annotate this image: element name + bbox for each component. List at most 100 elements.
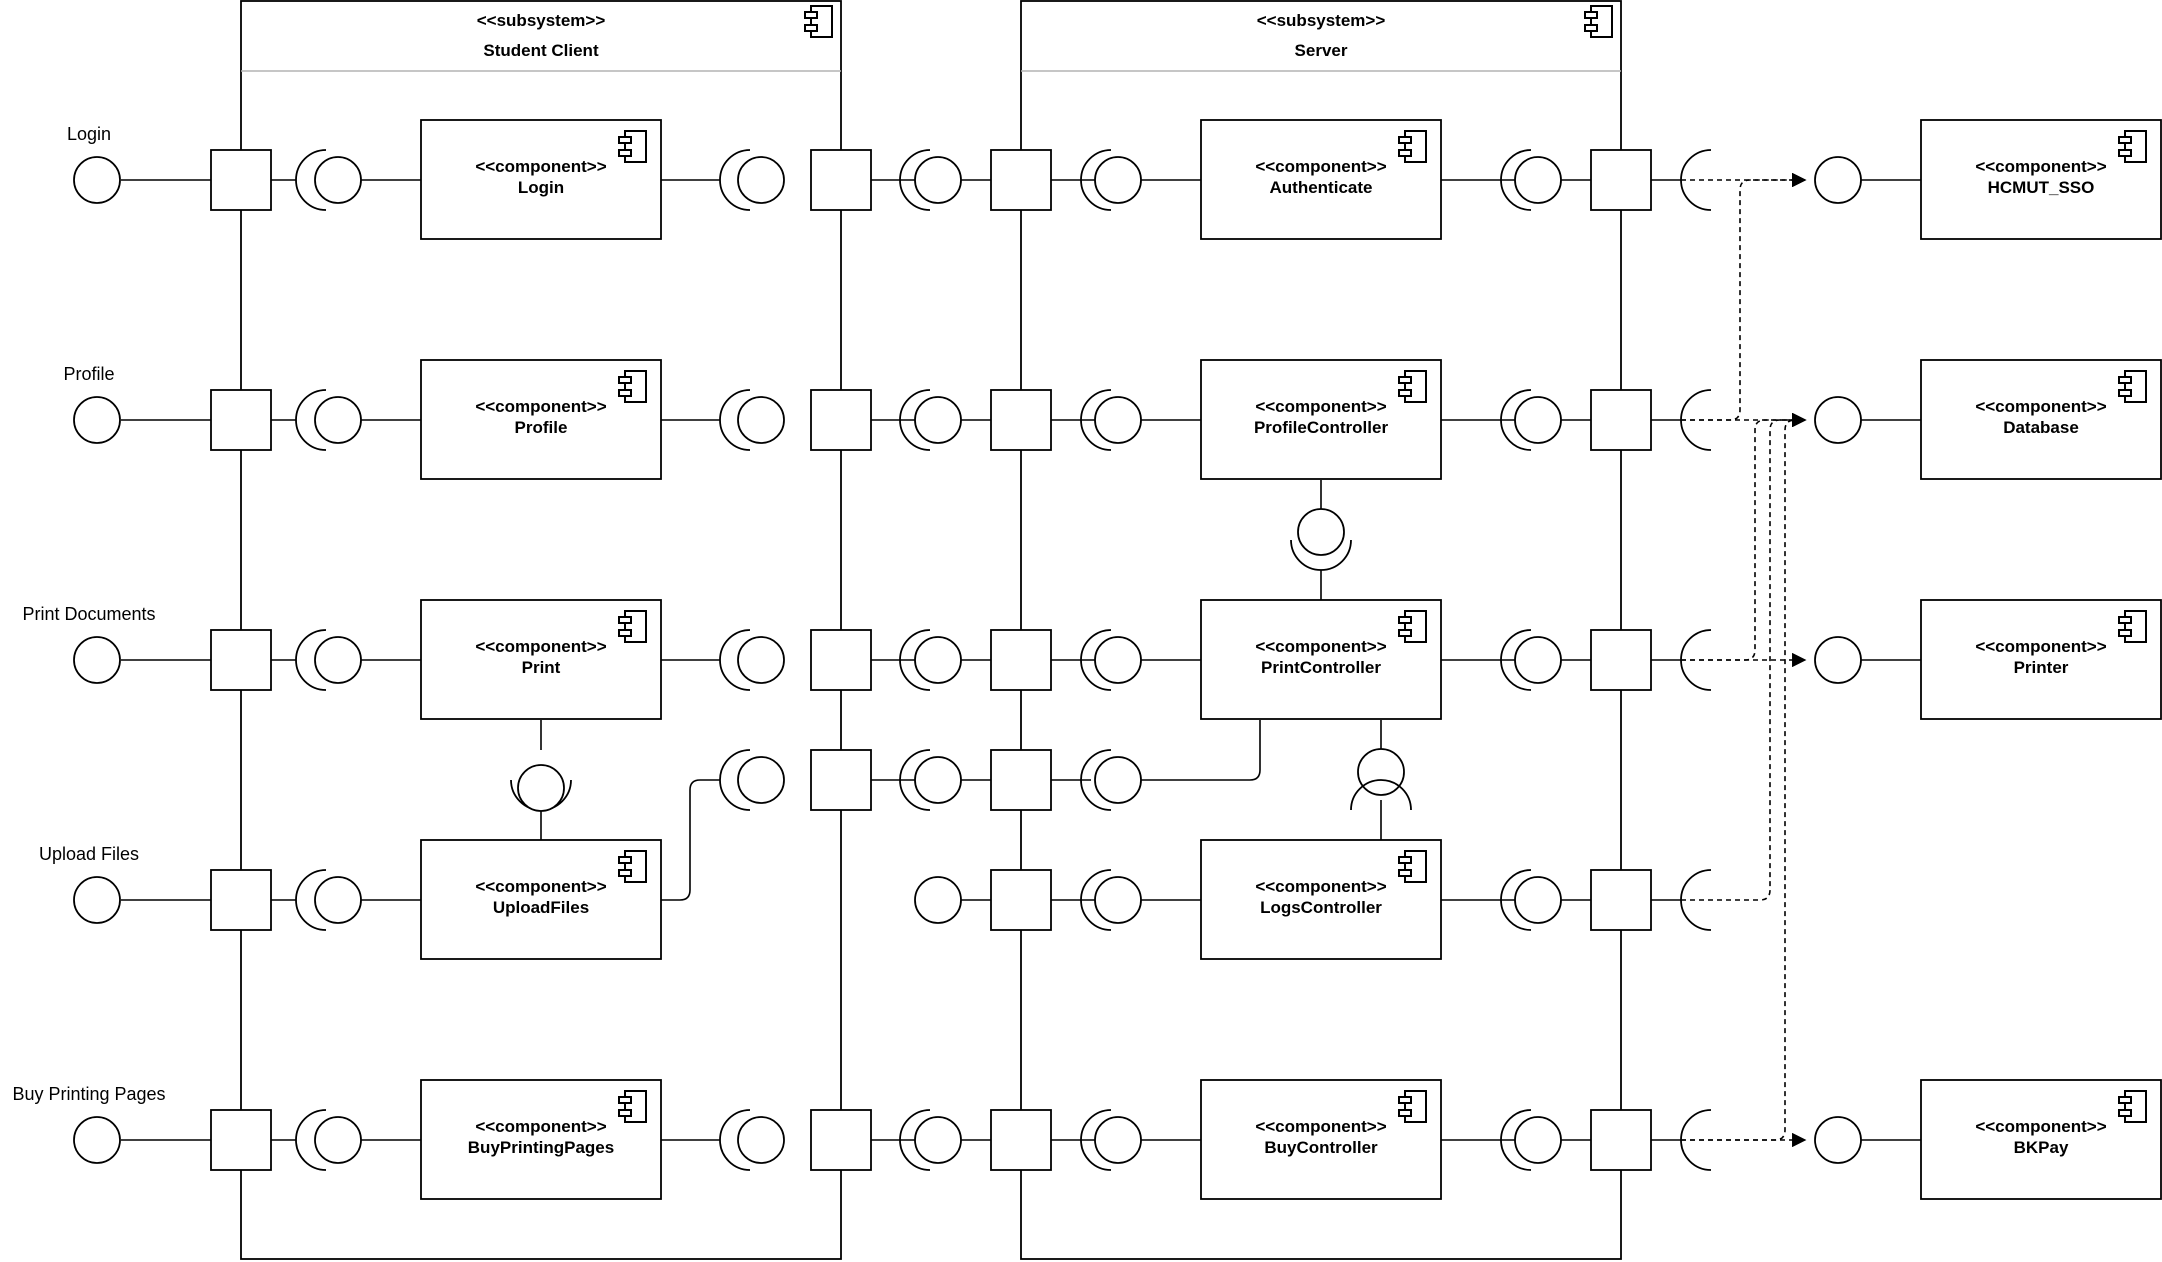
component-hcmut_sso-stereotype: <<component>> (1975, 157, 2106, 176)
ball (1094, 1116, 1142, 1164)
server-right-port (1590, 149, 1652, 211)
component-logscontroller-name: LogsController (1260, 898, 1382, 917)
server-left-port (990, 149, 1052, 211)
socket (1680, 869, 1712, 931)
ball (1514, 156, 1562, 204)
client-right-port (810, 629, 872, 691)
server-left-port (990, 629, 1052, 691)
component-printer-stereotype: <<component>> (1975, 637, 2106, 656)
ball (1514, 636, 1562, 684)
ball (1094, 636, 1142, 684)
component-print-stereotype: <<component>> (475, 637, 606, 656)
subsystem-name: Server (1295, 41, 1348, 60)
interface-label-2: Profile (63, 364, 114, 384)
ball (914, 876, 962, 924)
component-bkpay-box (1920, 1079, 2162, 1200)
ball (314, 1116, 362, 1164)
socket (295, 149, 327, 211)
component-printcontroller-stereotype: <<component>> (1255, 637, 1386, 656)
component-authenticate-stereotype: <<component>> (1255, 157, 1386, 176)
server-right-port (1590, 869, 1652, 931)
socket (1080, 629, 1112, 691)
provided-interface (1814, 636, 1862, 684)
socket (899, 749, 931, 811)
socket (1500, 389, 1532, 451)
ball (314, 636, 362, 684)
component-login-stereotype: <<component>> (475, 157, 606, 176)
socket (899, 389, 931, 451)
component-bkpay-stereotype: <<component>> (1975, 1117, 2106, 1136)
socket (1680, 629, 1712, 691)
client-right-port (810, 389, 872, 451)
ball (737, 756, 785, 804)
socket (899, 629, 931, 691)
component-printcontroller-name: PrintController (1261, 658, 1381, 677)
socket (719, 749, 751, 811)
subsystem-icon (804, 5, 833, 38)
component-profile-name: Profile (515, 418, 568, 437)
socket (295, 869, 327, 931)
provided-interface-2 (73, 396, 121, 444)
socket (1680, 149, 1712, 211)
socket (1500, 149, 1532, 211)
socket (1080, 149, 1112, 211)
socket (295, 1109, 327, 1171)
socket (1500, 629, 1532, 691)
socket (1290, 539, 1352, 571)
ball (314, 396, 362, 444)
component-uploadfiles-name: UploadFiles (493, 898, 589, 917)
ball (737, 1116, 785, 1164)
component-profilecontroller-stereotype: <<component>> (1255, 397, 1386, 416)
component-bkpay-name: BKPay (2014, 1138, 2069, 1157)
ball (914, 156, 962, 204)
socket (1680, 1109, 1712, 1171)
subsystem-icon (1584, 5, 1613, 38)
provided-interface (1814, 396, 1862, 444)
component-printer-name: Printer (2014, 658, 2069, 677)
assembly-link (1141, 720, 1261, 781)
ball (1094, 756, 1142, 804)
component-login-name: Login (518, 178, 564, 197)
subsystem-stereotype: <<subsystem>> (477, 11, 606, 30)
ball (1094, 876, 1142, 924)
component-profilecontroller-box (1200, 359, 1442, 480)
ball (737, 156, 785, 204)
client-right-port (810, 1109, 872, 1171)
socket (719, 1109, 751, 1171)
ball (737, 636, 785, 684)
server-left-port (990, 869, 1052, 931)
socket (1080, 749, 1112, 811)
ball (1514, 396, 1562, 444)
component-database-name: Database (2003, 418, 2079, 437)
dependency-arrow (1681, 172, 1807, 421)
component-logscontroller-stereotype: <<component>> (1255, 877, 1386, 896)
client-left-port (210, 869, 272, 931)
ball (517, 764, 565, 812)
ball (914, 1116, 962, 1164)
interface-label-5: Buy Printing Pages (12, 1084, 165, 1104)
dependency-arrow (1681, 412, 1807, 901)
socket (1500, 1109, 1532, 1171)
client-left-port (210, 389, 272, 451)
client-left-port (210, 1109, 272, 1171)
client-right-port (810, 149, 872, 211)
server-left-port (990, 749, 1052, 811)
subsystem-name: Student Client (483, 41, 599, 60)
provided-interface-4 (73, 876, 121, 924)
assembly-link (661, 779, 720, 901)
socket (1680, 389, 1712, 451)
provided-interface-1 (73, 156, 121, 204)
provided-interface-5 (73, 1116, 121, 1164)
socket (1080, 869, 1112, 931)
interface-label-1: Login (67, 124, 111, 144)
server-right-port (1590, 1109, 1652, 1171)
component-buycontroller-stereotype: <<component>> (1255, 1117, 1386, 1136)
component-profilecontroller-name: ProfileController (1254, 418, 1389, 437)
interface-label-3: Print Documents (22, 604, 155, 624)
ball (314, 156, 362, 204)
socket (899, 149, 931, 211)
server-right-port (1590, 629, 1652, 691)
dependency-arrow (1681, 412, 1807, 1141)
socket (295, 389, 327, 451)
